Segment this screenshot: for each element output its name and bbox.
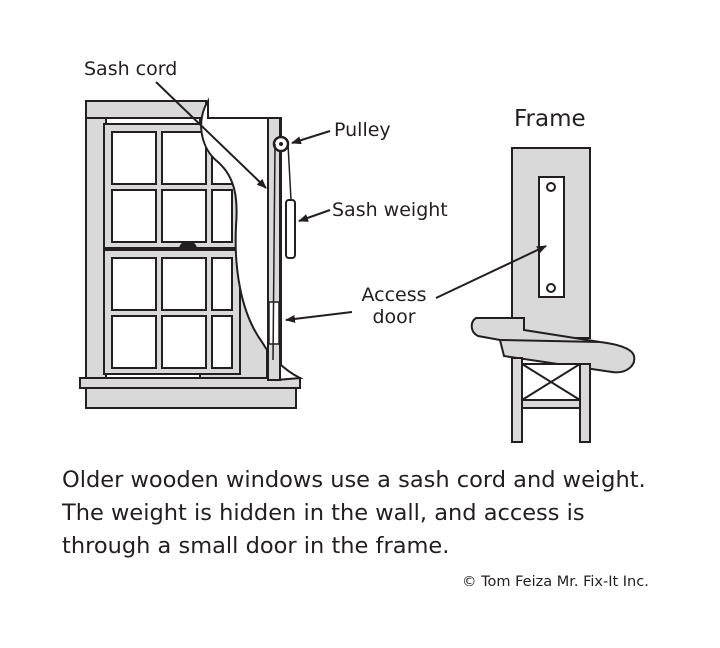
glass-pane [161,315,207,369]
glass-pane [211,189,233,243]
glass-pane [211,257,233,311]
glass-pane [111,131,157,185]
access-door-label-line1: Access [361,284,427,306]
frame-sill [470,317,636,374]
sash-cord-label: Sash cord [84,58,178,80]
glass-pane [161,257,207,311]
pulley-leader [291,130,331,145]
access-door-plate [538,176,565,298]
door-screw [546,182,556,192]
glass-pane [111,257,157,311]
frame-sill-lip [499,339,601,343]
leader-lines [155,81,353,323]
glass-pane [161,189,207,243]
caption-line-1: Older wooden windows use a sash cord and… [62,467,646,493]
lower-frame-rail [521,399,581,409]
glass-pane [111,315,157,369]
sash-cord [287,143,292,201]
sash-lock [178,241,198,250]
pulley-label: Pulley [334,119,391,141]
sash-weight-leader [298,209,331,222]
access-door-leader [285,311,353,323]
caption-line-2: The weight is hidden in the wall, and ac… [62,500,585,526]
cross-brace [521,363,581,401]
window-illustration [79,81,636,443]
frame-label: Frame [514,106,586,132]
lower-frame-left-post [511,357,523,443]
frame-door-leader [435,245,547,299]
door-screw [546,283,556,293]
caption: Older wooden windows use a sash cord and… [62,464,702,563]
sash-cord-leader [155,81,267,189]
access-door-label: Access door [356,284,432,328]
sash-weight-label: Sash weight [332,199,448,221]
glass-pane [111,189,157,243]
sash-weight [285,199,296,259]
pulley-axle [279,142,283,146]
window-head-trim [85,100,207,119]
sash-cord [272,143,276,361]
glass-pane [161,131,207,185]
lower-frame-right-post [579,363,591,443]
copyright-credit: © Tom Feiza Mr. Fix-It Inc. [462,574,649,590]
access-door-label-line2: door [372,306,416,328]
glass-pane [211,315,233,369]
caption-line-3: through a small door in the frame. [62,533,450,559]
window-apron [85,387,297,409]
frame-detail-drawing [470,147,636,443]
